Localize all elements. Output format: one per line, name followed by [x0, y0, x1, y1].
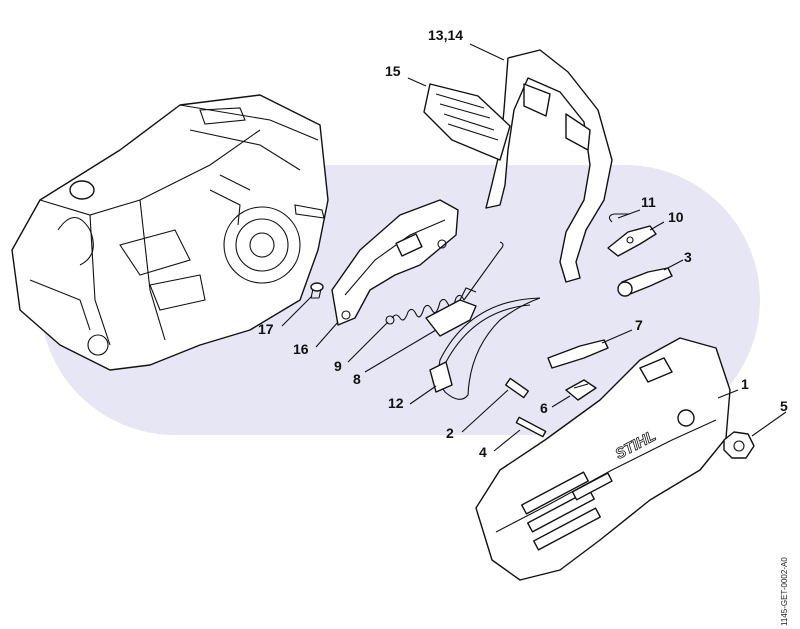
- callout-17: 17: [258, 321, 274, 337]
- callout-5: 5: [780, 398, 788, 414]
- part-5-nut: [723, 431, 755, 459]
- part-10-lever: [607, 225, 657, 257]
- part-7-plate: [547, 339, 609, 369]
- callout-10: 10: [668, 209, 684, 225]
- part-8-bracket: [425, 287, 477, 337]
- drawing-code: 1145-GET-0002-A0: [780, 557, 789, 626]
- part-12-brake-band: [429, 297, 541, 400]
- part-16-lever-housing: [331, 199, 459, 326]
- callout-16: 16: [293, 341, 309, 357]
- part-3-lever: [617, 267, 673, 297]
- callout-3: 3: [684, 249, 692, 265]
- callout-labels: 13,14 15 11 10 3 7 1 5 6 2 4 12 8 9 16 1…: [258, 27, 788, 460]
- callout-13-14: 13,14: [428, 27, 463, 43]
- engine-assembly: [11, 94, 329, 371]
- part-2-pin: [504, 377, 530, 399]
- leader-lines: [281, 43, 787, 452]
- part-13-14-hand-guard: [485, 49, 613, 283]
- part-1-sprocket-cover: STIHL: [475, 337, 731, 581]
- callout-1: 1: [741, 376, 749, 392]
- part-17-screw: [310, 282, 324, 299]
- part-4-long-pin: [515, 416, 547, 438]
- callout-11: 11: [641, 194, 656, 210]
- part-15-pad: [423, 83, 511, 161]
- callout-6: 6: [540, 400, 548, 416]
- callout-9: 9: [334, 358, 342, 374]
- callout-12: 12: [388, 395, 404, 411]
- callout-7: 7: [635, 317, 643, 333]
- part-6-block: [565, 379, 597, 401]
- callout-8: 8: [353, 371, 361, 387]
- callout-2: 2: [446, 425, 454, 441]
- callout-4: 4: [479, 444, 487, 460]
- part-11-clip: [608, 213, 630, 223]
- callout-15: 15: [385, 63, 401, 79]
